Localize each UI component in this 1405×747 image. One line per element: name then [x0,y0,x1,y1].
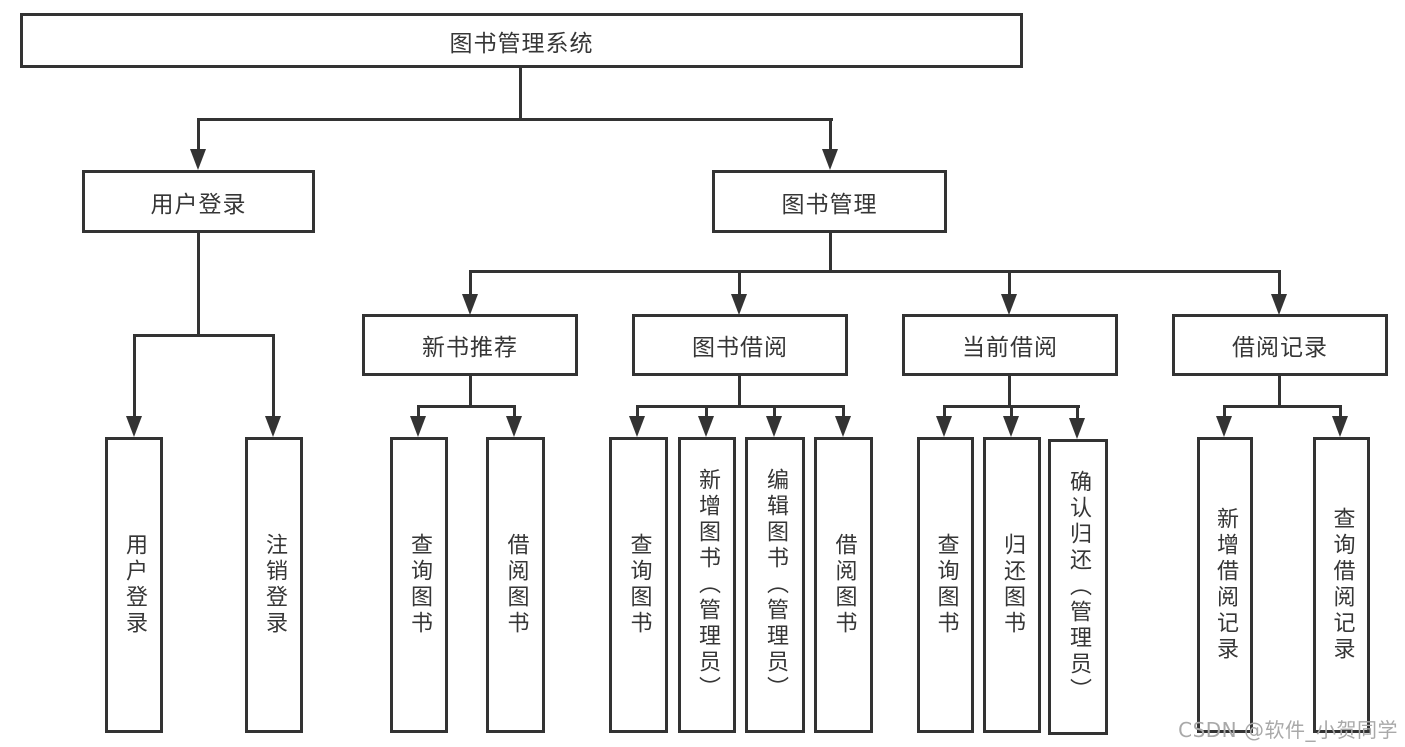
node-cb-confirm-label: 确认归还（管理员） [1066,470,1091,704]
node-bb-add-label: 新增图书（管理员） [695,468,720,702]
arrow-down-icon [190,149,206,170]
node-new-book-rec: 新书推荐 [362,314,578,376]
connector-line [197,118,200,153]
arrow-down-icon [1001,294,1017,315]
node-cb-confirm: 确认归还（管理员） [1048,439,1108,735]
arrow-down-icon [506,416,522,437]
node-br-add: 新增借阅记录 [1197,437,1253,733]
arrow-down-icon [462,294,478,315]
connector-line [773,405,776,421]
node-cb-query-label: 查询图书 [933,533,959,637]
connector-line [1010,405,1013,421]
connector-line [197,118,833,121]
connector-line [738,270,741,298]
node-bb-query: 查询图书 [609,437,668,733]
arrow-down-icon [265,416,281,437]
connector-line [417,405,516,408]
node-bb-query-label: 查询图书 [626,533,652,637]
arrow-down-icon [1216,416,1232,437]
connector-line [1008,270,1011,298]
arrow-down-icon [766,416,782,437]
arrow-down-icon [1003,416,1019,437]
node-bb-edit: 编辑图书（管理员） [745,437,805,733]
node-nb-query: 查询图书 [390,437,448,733]
connector-line [1339,405,1342,421]
node-br-query-label: 查询借阅记录 [1329,507,1355,663]
node-borrow-record: 借阅记录 [1172,314,1388,376]
csdn-watermark: CSDN @软件_小贺同学 [1178,718,1398,742]
node-ul-logout: 注销登录 [245,437,303,733]
node-bb-borrow-label: 借阅图书 [831,533,857,637]
arrow-down-icon [126,416,142,437]
arrow-down-icon [698,416,714,437]
node-bb-add: 新增图书（管理员） [678,437,736,733]
connector-line [738,376,741,407]
connector-line [272,334,275,420]
connector-line [1076,405,1079,421]
connector-line [519,68,522,121]
node-bb-borrow: 借阅图书 [814,437,873,733]
arrow-down-icon [629,416,645,437]
connector-line [1278,270,1281,298]
connector-line [133,334,136,420]
node-cb-return-label: 归还图书 [1000,533,1025,637]
node-cb-query: 查询图书 [917,437,974,733]
connector-line [705,405,708,421]
arrow-down-icon [936,416,952,437]
node-br-add-label: 新增借阅记录 [1213,507,1238,663]
connector-line [943,405,946,421]
connector-line [469,376,472,407]
node-book-mgmt: 图书管理 [712,170,947,233]
connector-line [829,118,832,153]
connector-line [197,233,200,336]
connector-line [842,405,845,421]
node-root-label: 图书管理系统 [449,30,594,57]
node-ul-logout-label: 注销登录 [262,533,287,637]
arrow-down-icon [822,149,838,170]
connector-line [417,405,420,421]
connector-line [1223,405,1226,421]
arrow-down-icon [1069,418,1085,439]
node-new-book-rec-label: 新书推荐 [422,335,518,361]
node-user-login: 用户登录 [82,170,315,233]
arrow-down-icon [410,416,426,437]
connector-line [513,405,516,421]
node-book-borrow-label: 图书借阅 [692,335,788,361]
arrow-down-icon [1332,416,1348,437]
node-current-borrow: 当前借阅 [902,314,1118,376]
node-ul-user-login: 用户登录 [105,437,163,733]
connector-line [133,334,275,337]
node-nb-borrow: 借阅图书 [486,437,545,733]
connector-line [1223,405,1342,408]
connector-line [469,270,1281,273]
node-br-query: 查询借阅记录 [1313,437,1370,733]
connector-line [829,233,832,272]
connector-line [636,405,845,408]
node-borrow-record-label: 借阅记录 [1232,335,1328,361]
connector-line [1008,376,1011,407]
connector-line [636,405,639,421]
node-ul-user-login-label: 用户登录 [122,533,147,637]
connector-line [469,270,472,298]
arrow-down-icon [835,416,851,437]
node-bb-edit-label: 编辑图书（管理员） [763,468,788,702]
arrow-down-icon [1271,294,1287,315]
node-nb-query-label: 查询图书 [407,533,432,637]
node-cb-return: 归还图书 [983,437,1041,733]
node-book-borrow: 图书借阅 [632,314,848,376]
connector-line [1278,376,1281,407]
node-root: 图书管理系统 [20,13,1023,68]
node-book-mgmt-label: 图书管理 [781,191,878,218]
node-current-borrow-label: 当前借阅 [962,335,1058,361]
arrow-down-icon [731,294,747,315]
node-nb-borrow-label: 借阅图书 [503,533,529,637]
node-user-login-label: 用户登录 [150,191,247,218]
